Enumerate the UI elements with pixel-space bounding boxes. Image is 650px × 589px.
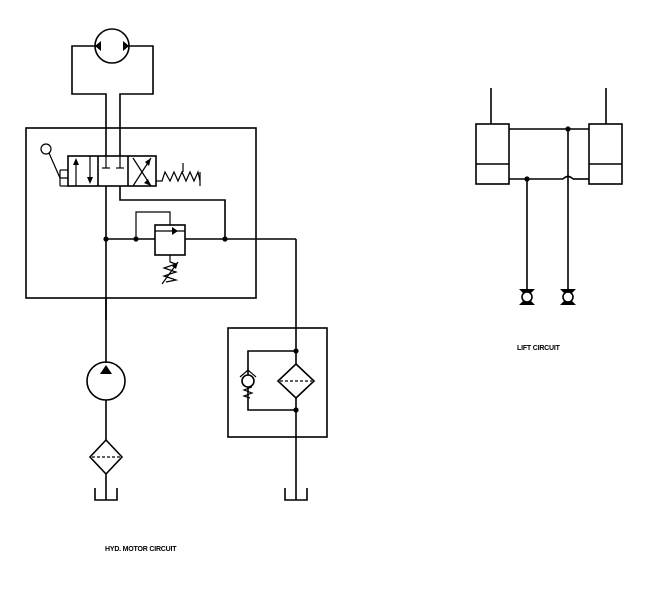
hydraulic-pump	[86, 298, 126, 440]
valve-port-lines	[105, 128, 121, 156]
directional-control-valve	[67, 155, 157, 187]
lift-cylinder-right	[588, 88, 623, 185]
suction-filter	[88, 438, 124, 500]
hydraulic-motor	[94, 28, 130, 64]
hyd-motor-circuit-label: HYD. MOTOR CIRCUIT	[105, 546, 177, 553]
lift-circuit-label: LIFT CIRCUIT	[517, 345, 561, 352]
valve-block-outline	[25, 127, 257, 299]
quick-coupler-left	[519, 289, 535, 305]
valve-lower-lines	[103, 186, 296, 320]
lever-actuator	[40, 143, 68, 187]
quick-coupler-right	[560, 289, 576, 305]
return-filter-block	[227, 239, 328, 500]
spring-return	[156, 163, 201, 186]
tank-right	[284, 488, 308, 501]
lift-cylinder-left	[475, 88, 510, 185]
tank-left	[94, 488, 118, 501]
lift-circuit-lines	[509, 126, 589, 289]
motor-loop-lines	[71, 45, 154, 128]
relief-valve	[135, 211, 186, 285]
